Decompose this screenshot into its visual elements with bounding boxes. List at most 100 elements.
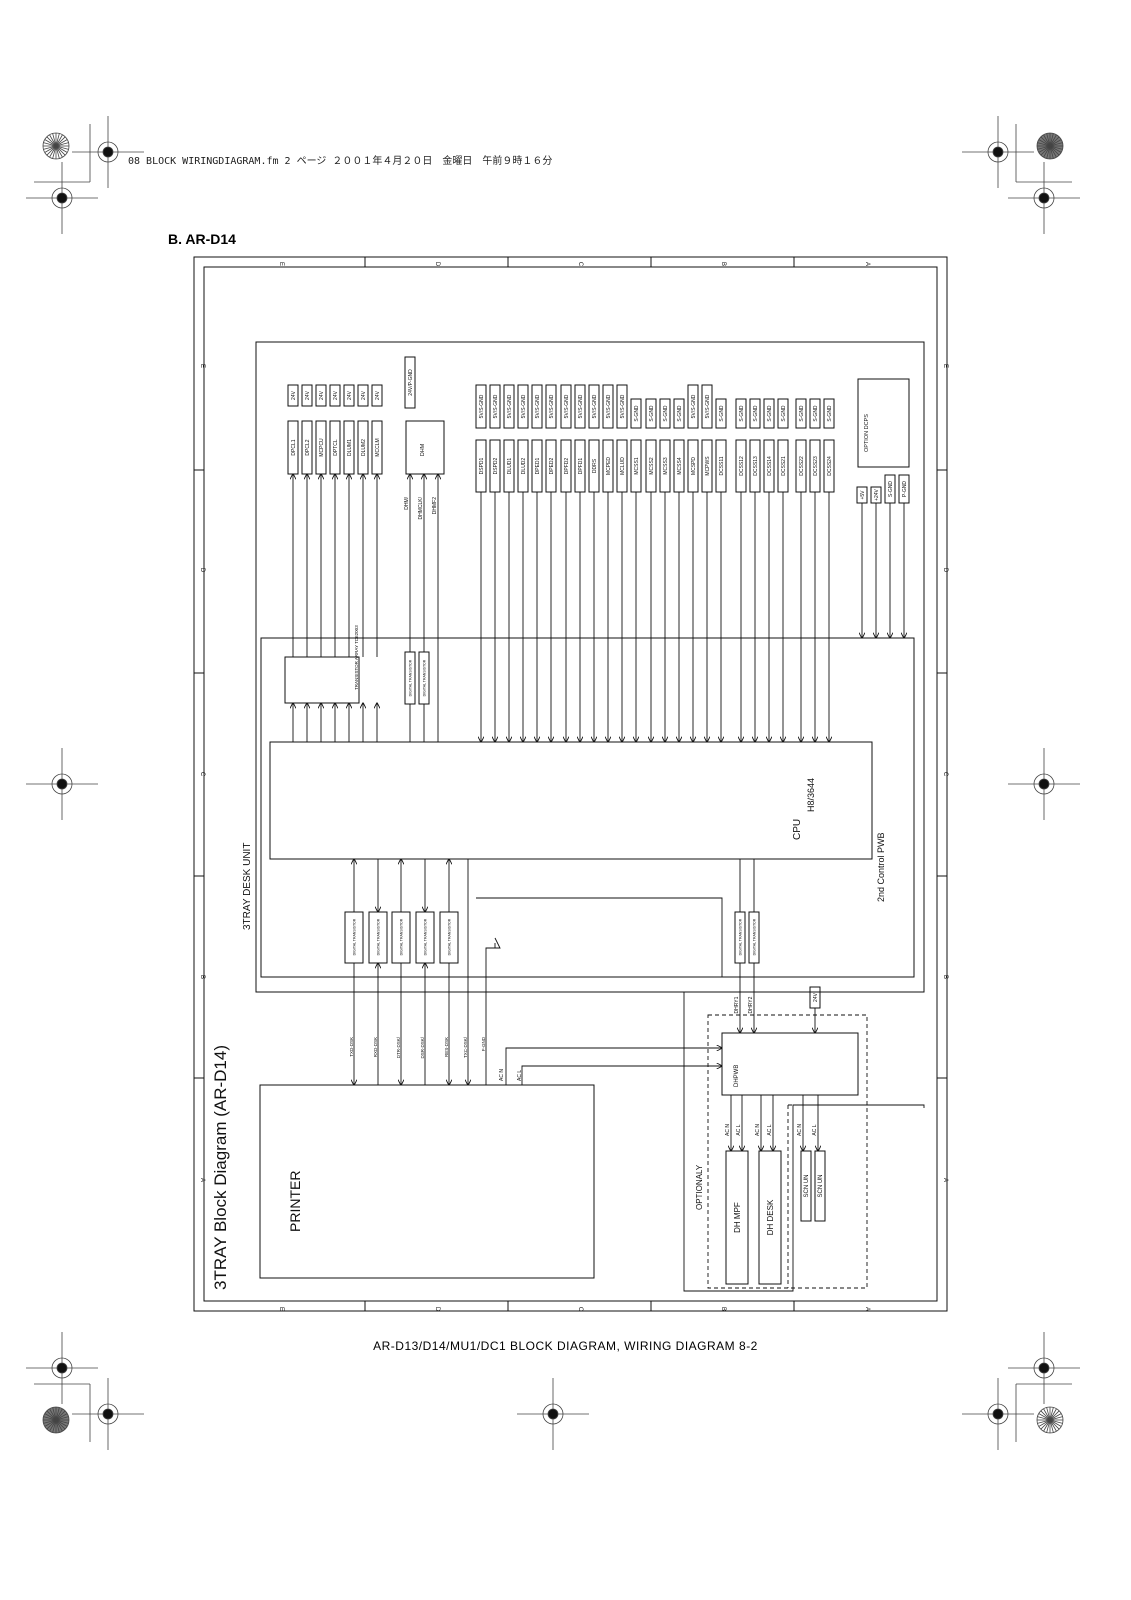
acl-label: AC L [517, 1070, 523, 1081]
sensor-power-DPFD2-text: 5V/S-GND [564, 394, 570, 418]
grid-letter: A [942, 1178, 948, 1182]
sensor-DDRS-text: DDRS [592, 458, 598, 473]
printer-signal-label: DTR-DSK/ [396, 1036, 401, 1058]
ground-return [256, 991, 925, 1292]
reg-sunburst-ray [49, 134, 57, 147]
option-dcps-box [857, 378, 910, 468]
reg-sunburst-ray [46, 136, 57, 147]
fgnd-wire [485, 947, 495, 1085]
scnun-box-2-text: SCN UN [818, 1174, 824, 1197]
sensor-power-MCSPD-text: 5V/S-GND [691, 394, 697, 418]
reg-circle [542, 1403, 564, 1425]
reg-sunburst-ray [1040, 145, 1051, 156]
reg-dot [102, 146, 114, 158]
reg-sunburst-ray [55, 1419, 66, 1430]
page-footer: AR-D13/D14/MU1/DC1 BLOCK DIAGRAM, WIRING… [373, 1339, 758, 1353]
sensor-power-DCSS14-text: S-GND [767, 405, 773, 422]
dhm-signal-label: DHMCLK/ [418, 496, 424, 519]
grid-letter: A [864, 1307, 870, 1311]
cpu-label: CPU [792, 819, 803, 840]
dhm-signal-label: DHM/ [404, 496, 410, 509]
reg-sunburst-ray [1049, 1408, 1057, 1421]
sensor-power-MCPWS [701, 384, 713, 429]
grid-letter: D [434, 1307, 440, 1312]
cpu-box [269, 741, 873, 860]
dt-label: DIGITAL TRANSISTOR [353, 918, 357, 955]
sensor-power-MCSS1-text: S-GND [634, 405, 640, 422]
reg-sunburst-ray [1043, 145, 1051, 158]
sensor-power-DCSS21 [777, 398, 789, 429]
grid-letter: E [278, 1307, 284, 1311]
inner-frame [203, 266, 938, 1302]
sensor-DCSS22-text: DCSS22 [799, 456, 805, 476]
reg-sunburst-ray [55, 1419, 69, 1424]
sensor-power-DDRS [588, 384, 600, 429]
fgnd-sym [494, 937, 501, 949]
reg-sunburst-ray [1049, 1419, 1063, 1424]
power-24v-box [357, 384, 369, 407]
scnun-box-1-text: SCN UN [804, 1174, 810, 1197]
reg-dot [992, 146, 1004, 158]
output-DPTCL-text: DPTCL [333, 439, 339, 456]
power-24v-box-text: 24V [291, 390, 297, 400]
reg-sunburst-ray [43, 1416, 57, 1421]
reg-sunburst-ray [1037, 142, 1051, 147]
reg-sunburst-ray [1040, 1419, 1051, 1430]
sensor-power-MCSS4 [673, 398, 685, 429]
dhm-signal-label: DHMF2 [432, 497, 438, 514]
sensor-MCSS2-text: MCSS2 [649, 457, 655, 474]
reg-circle [1033, 773, 1055, 795]
printer-signal-label: F-GND [481, 1036, 486, 1051]
sensor-MCPED-text: MCPED [606, 457, 612, 475]
acn-wire [505, 1048, 722, 1085]
sensor-power-DSPD1-text: 5V/S-GND [479, 394, 485, 418]
section-title: B. AR-D14 [168, 231, 236, 247]
power-24v-box-text: 24V [333, 390, 339, 400]
sensor-power-DPED1 [531, 384, 543, 429]
transistor-array-label: TRANSISTOR ARRAY TD62003 [354, 625, 359, 690]
reg-dot [56, 192, 68, 204]
reg-dot [1038, 1362, 1050, 1374]
reg-sunburst-ray [43, 142, 57, 147]
dt-label: DIGITAL TRANSISTOR [424, 918, 428, 955]
printer-signal-label: DSR-DSK/ [420, 1036, 425, 1058]
sensor-power-MCSS2-text: S-GND [649, 405, 655, 422]
sensor-DCSS23-text: DCSS23 [813, 456, 819, 476]
reg-sunburst-ray [1049, 145, 1062, 153]
sensor-power-DCSS14 [763, 398, 775, 429]
sensor-power-DSPD1 [475, 384, 487, 429]
reg-circle [97, 141, 119, 163]
option-dcps-label: OPTION DCPS [864, 414, 870, 452]
dhry-label: DHRY1 [734, 996, 740, 1013]
sensor-power-DPED1-text: 5V/S-GND [535, 394, 541, 418]
grid-letter: A [199, 1178, 205, 1182]
reg-sunburst-ray [1046, 1407, 1051, 1421]
sensor-DCSS12-text: DCSS12 [739, 456, 745, 476]
sensor-DPFD1-text: DPFD1 [578, 458, 584, 475]
printer-signal-label: TXC-DSK/ [463, 1036, 468, 1058]
output-MCPCU-text: MCPCU [319, 438, 325, 457]
sensor-power-DCSS21-text: S-GND [781, 405, 787, 422]
sensor-power-DCSS24 [823, 398, 835, 429]
reg-sunburst-ray [1049, 1413, 1062, 1421]
dh-mpf-box [725, 1150, 749, 1285]
dh-ac-label: AC N [725, 1124, 731, 1136]
dh-mpf-box-text: DH MPF [733, 1202, 742, 1233]
reg-sunburst-ray [44, 139, 57, 147]
output-DPCL1-text: DPCL1 [291, 439, 297, 455]
reg-sunburst-ray [1037, 145, 1051, 150]
sensor-power-DPFD1 [574, 384, 586, 429]
reg-sunburst-ray [1049, 1419, 1054, 1433]
reg-sunburst-ray [1037, 1416, 1051, 1421]
grid-letter: B [199, 975, 205, 979]
reg-dot [1038, 192, 1050, 204]
dt-label: DIGITAL TRANSISTOR [753, 918, 757, 955]
sensor-power-DCSS23 [809, 398, 821, 429]
reg-sunburst-ray [43, 145, 57, 150]
sensor-MCSS3-text: MCSS3 [663, 457, 669, 474]
sensor-power-MCLUD [616, 384, 628, 429]
grid-letter: E [199, 364, 205, 368]
power-24v-box-text: 24V [361, 390, 367, 400]
power-24v-box [301, 384, 313, 407]
power-24v-box [329, 384, 341, 407]
